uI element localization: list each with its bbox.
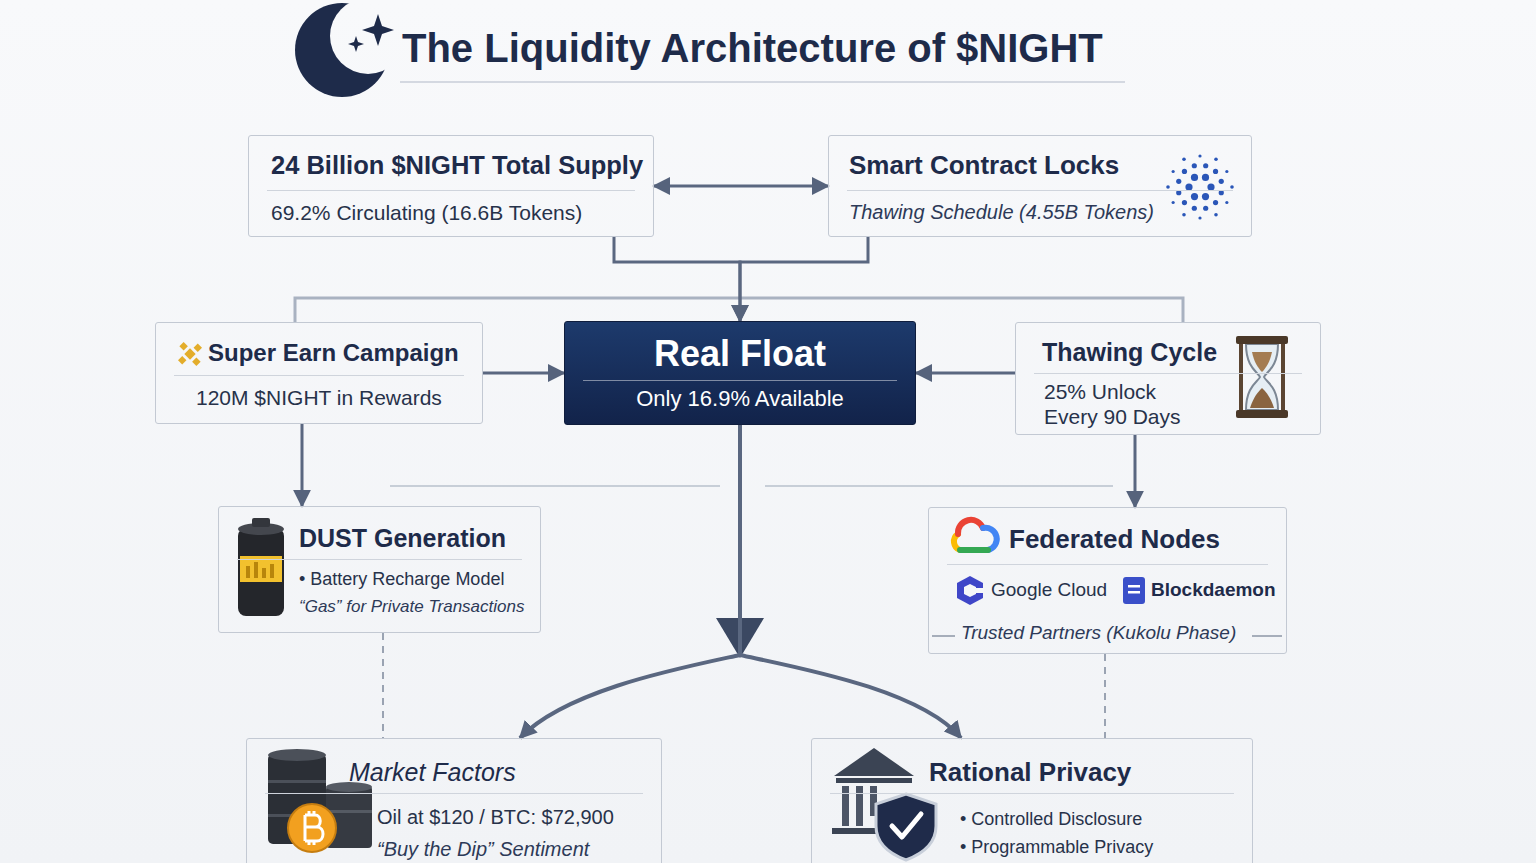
cardano-dot xyxy=(1182,157,1186,161)
cloud-logo xyxy=(954,520,997,550)
blockdaemon-icon xyxy=(1123,577,1145,604)
info-box: 24 Billion $NIGHT Total Supply 69.2% Circ… xyxy=(248,135,654,237)
cardano-dot xyxy=(1214,157,1218,161)
shield-icon xyxy=(876,794,936,860)
battery-icon xyxy=(238,518,284,616)
heading-divider xyxy=(947,564,1268,565)
box-text: • Controlled Disclosure xyxy=(960,809,1142,831)
cardano-dot xyxy=(1182,169,1187,174)
heading-divider xyxy=(1034,373,1302,374)
guide-line xyxy=(765,485,1113,487)
cardano-dot xyxy=(1213,169,1218,174)
diagram-title: The Liquidity Architecture of $NIGHT xyxy=(402,26,1103,71)
flow-arrow xyxy=(1134,435,1137,507)
box-text: Only 16.9% Available xyxy=(636,386,844,412)
cardano-icon xyxy=(1166,154,1234,219)
box-heading: Super Earn Campaign xyxy=(208,339,459,368)
cardano-dot xyxy=(1214,213,1218,217)
flow-arrow xyxy=(740,237,868,321)
cardano-dot xyxy=(1182,213,1186,217)
exchange-icon xyxy=(172,336,209,373)
cardano-dot xyxy=(1203,163,1208,168)
flow-arrow xyxy=(916,372,1015,375)
heading-divider xyxy=(847,190,1233,191)
box-heading: Rational Privacy xyxy=(929,757,1131,788)
cardano-dot xyxy=(1182,200,1187,205)
cardano-dot xyxy=(1172,201,1175,204)
box-text: • Programmable Privacy xyxy=(960,837,1153,859)
info-box: Super Earn Campaign 120M $NIGHT in Reward… xyxy=(155,322,483,424)
flow-arrow xyxy=(654,185,828,188)
heading-divider xyxy=(583,380,897,381)
box-text: 69.2% Circulating (16.6B Tokens) xyxy=(271,200,582,225)
flow-arrow xyxy=(614,237,740,321)
highlight-box: Real FloatOnly 16.9% Available xyxy=(564,321,916,425)
cardano-dot xyxy=(1192,206,1197,211)
box-heading: Real Float xyxy=(654,332,826,375)
cardano-dot xyxy=(1202,174,1209,181)
box-text: Trusted Partners (Kukolu Phase) xyxy=(961,622,1236,645)
heading-divider xyxy=(267,190,635,191)
box-text: Blockdaemon xyxy=(1151,579,1276,602)
cardano-dot xyxy=(1172,170,1175,173)
cardano-dot xyxy=(1202,193,1209,200)
google-cloud-icon xyxy=(957,576,984,605)
cardano-dot xyxy=(1166,185,1170,189)
dashed-link xyxy=(1104,654,1106,738)
cardano-dot xyxy=(1213,200,1218,205)
moon-logo xyxy=(295,3,394,97)
box-text: “Buy the Dip” Sentiment xyxy=(377,837,589,861)
caption-rule xyxy=(1252,635,1282,637)
cardano-dot xyxy=(1176,179,1181,184)
flow-arrow xyxy=(301,424,304,506)
box-heading: Market Factors xyxy=(349,757,516,787)
flow-arrow xyxy=(520,425,740,738)
box-text: • Battery Recharge Model xyxy=(299,569,504,591)
cardano-dot xyxy=(1219,179,1224,184)
cardano-dot xyxy=(1225,170,1228,173)
cardano-dot xyxy=(1230,185,1234,189)
info-box: Market FactorsOil at $120 / BTC: $72,900… xyxy=(246,738,662,863)
box-text: Thawing Schedule (4.55B Tokens) xyxy=(849,200,1154,224)
heading-divider xyxy=(830,793,1234,794)
box-text: Oil at $120 / BTC: $72,900 xyxy=(377,805,614,829)
cardano-dot xyxy=(1191,193,1198,200)
guide-line xyxy=(390,485,720,487)
cardano-dot xyxy=(1203,206,1208,211)
info-box: Smart Contract LocksThawing Schedule (4.… xyxy=(828,135,1252,237)
box-heading: 24 Billion $NIGHT Total Supply xyxy=(271,150,643,181)
title-rule xyxy=(400,81,1125,83)
box-text: 25% Unlock Every 90 Days xyxy=(1044,379,1194,429)
dashed-link xyxy=(382,633,384,738)
cardano-dot xyxy=(1191,174,1198,181)
cardano-dot xyxy=(1198,154,1201,157)
flow-arrow xyxy=(483,372,564,375)
heading-divider xyxy=(174,375,464,376)
cardano-dot xyxy=(1192,163,1197,168)
heading-divider xyxy=(265,793,643,794)
box-heading: Federated Nodes xyxy=(1009,524,1220,555)
info-box: Federated NodesGoogle Cloud BlockdaemonTr… xyxy=(928,507,1287,654)
hourglass-icon xyxy=(1236,336,1288,418)
heading-divider xyxy=(237,559,522,560)
box-heading: DUST Generation xyxy=(299,523,506,553)
box-heading: Smart Contract Locks xyxy=(849,150,1119,181)
bitcoin-icon xyxy=(288,804,336,852)
caption-rule xyxy=(932,635,955,637)
box-text: “Gas” for Private Transactions xyxy=(299,597,524,617)
box-text: Google Cloud xyxy=(991,579,1107,602)
info-box: DUST Generation • Battery Recharge Model “… xyxy=(218,506,541,633)
cardano-dot xyxy=(1198,216,1201,219)
info-box: Rational Privacy • Controlled Disclosure •… xyxy=(811,738,1253,863)
box-text: 120M $NIGHT in Rewards xyxy=(196,385,442,410)
cardano-dot xyxy=(1225,201,1228,204)
info-box: Thawing Cycle 25% Unlock Every 90 Days xyxy=(1015,322,1321,435)
box-heading: Thawing Cycle xyxy=(1042,337,1217,367)
